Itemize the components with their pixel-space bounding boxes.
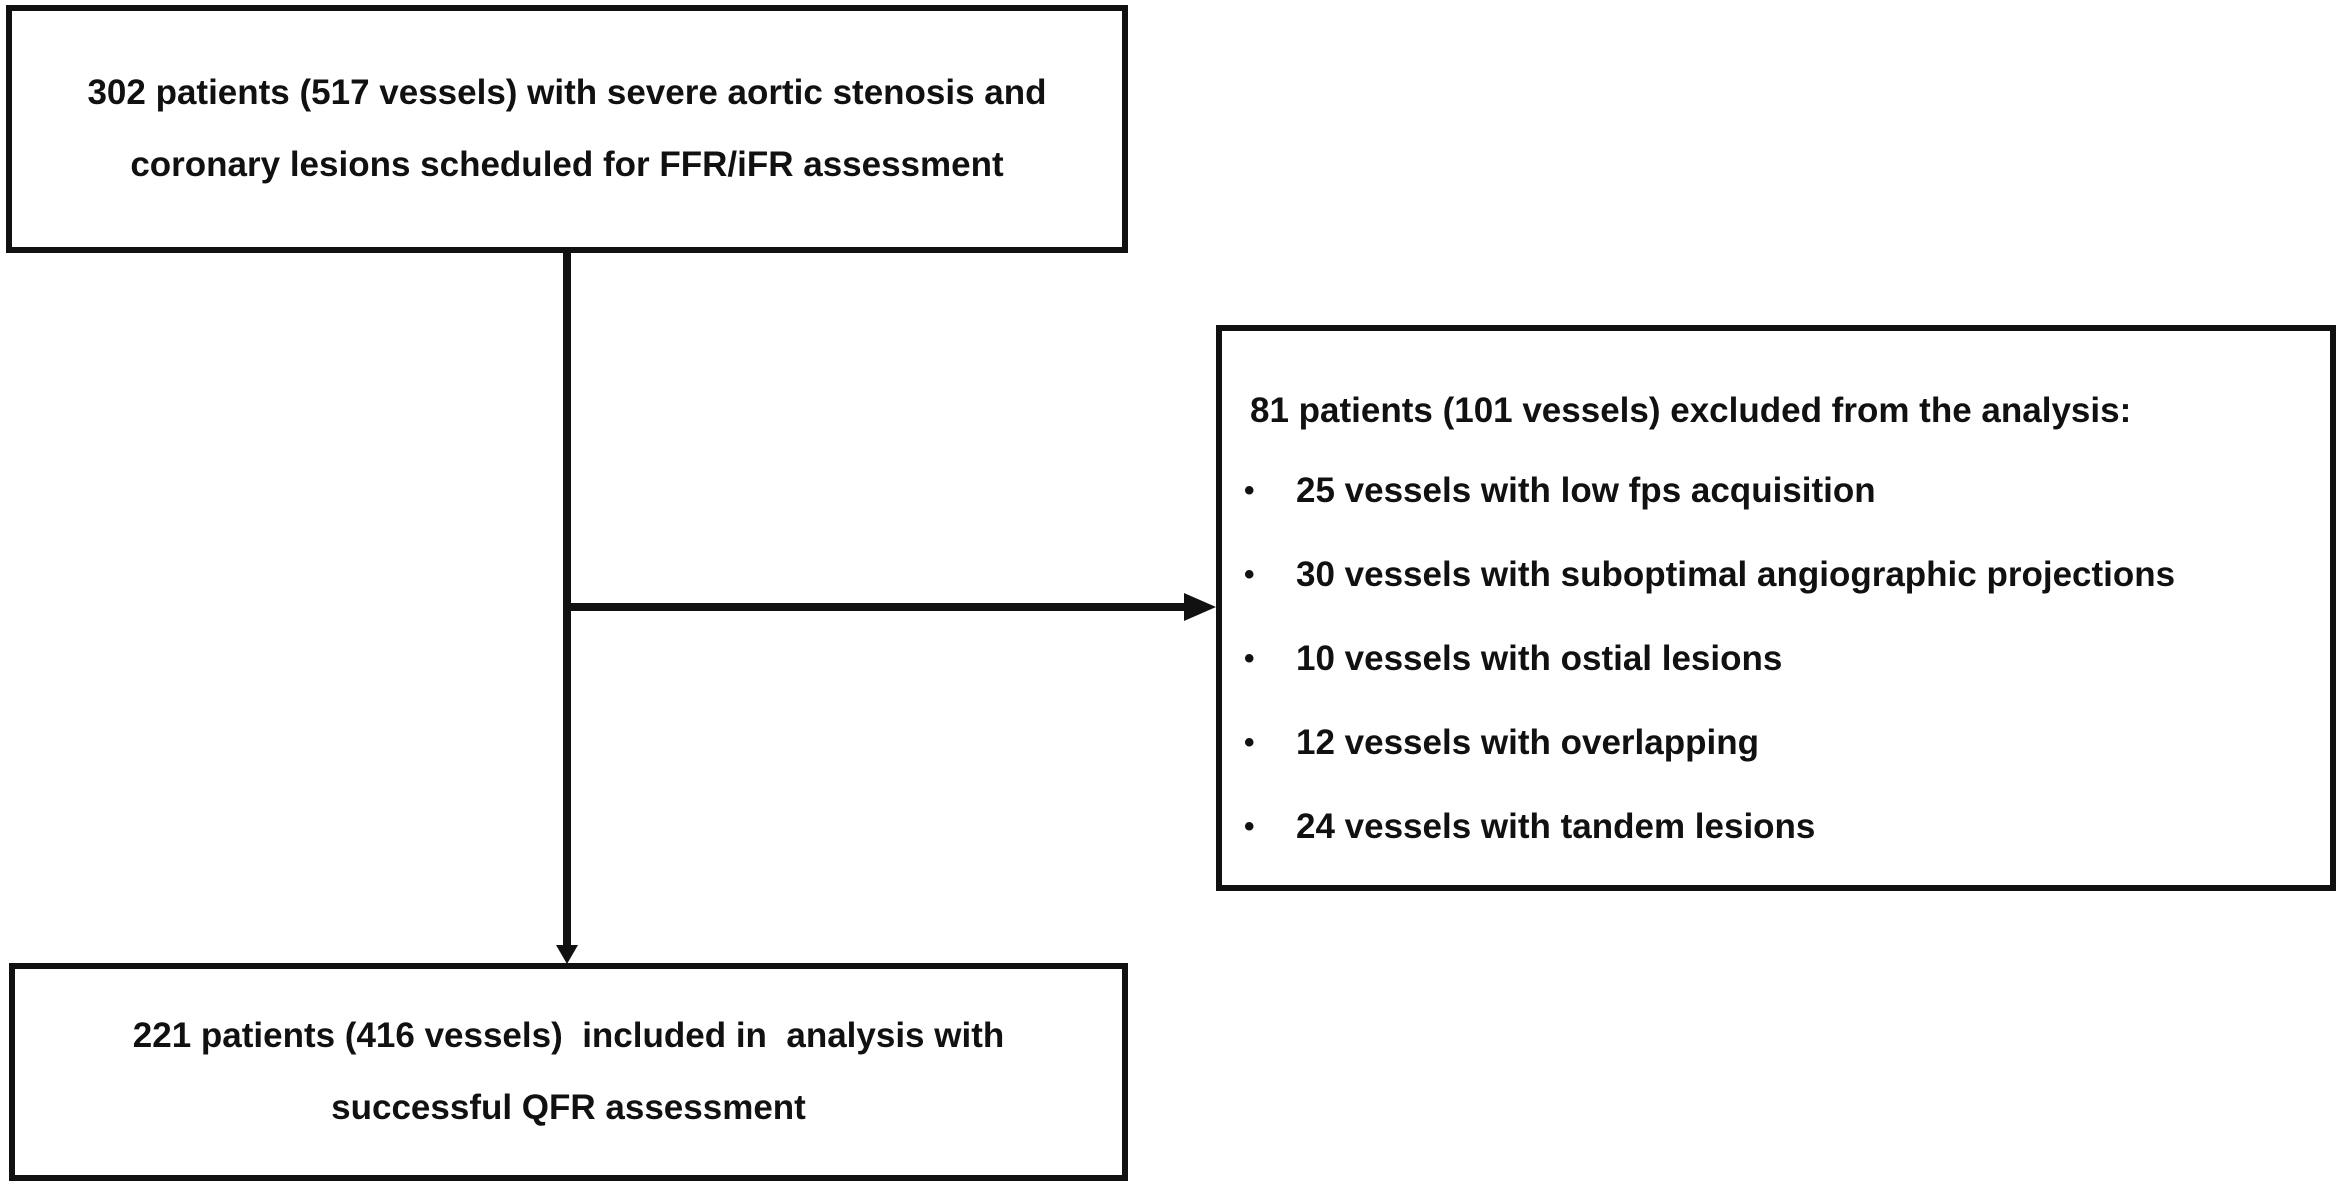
inclusion-box: 221 patients (416 vessels) included in a… <box>9 963 1128 1181</box>
enrollment-line-2: coronary lesions scheduled for FFR/iFR a… <box>130 145 1004 184</box>
exclusion-list: • 25 vessels with low fps acquisition • … <box>1244 471 2175 891</box>
inclusion-line-2: successful QFR assessment <box>331 1088 806 1127</box>
exclusion-item-label: 12 vessels with overlapping <box>1296 723 1759 762</box>
exclusion-item-label: 10 vessels with ostial lesions <box>1296 639 1783 678</box>
bullet-icon: • <box>1244 642 1255 675</box>
inclusion-text: 221 patients (416 vessels) included in a… <box>133 1000 1004 1144</box>
enrollment-box: 302 patients (517 vessels) with severe a… <box>6 5 1128 253</box>
bullet-icon: • <box>1244 810 1255 843</box>
exclusion-item: • 10 vessels with ostial lesions <box>1244 639 2175 723</box>
exclusion-heading: 81 patients (101 vessels) excluded from … <box>1250 391 2132 430</box>
exclusion-item: • 12 vessels with overlapping <box>1244 723 2175 807</box>
down-arrowhead <box>556 945 578 964</box>
exclusion-item-label: 25 vessels with low fps acquisition <box>1296 471 1876 510</box>
bullet-icon: • <box>1244 726 1255 759</box>
right-arrowhead <box>1184 593 1216 621</box>
enrollment-text: 302 patients (517 vessels) with severe a… <box>87 57 1046 201</box>
exclusion-item-label: 30 vessels with suboptimal angiographic … <box>1296 555 2176 594</box>
inclusion-line-1: 221 patients (416 vessels) included in a… <box>132 1016 1005 1055</box>
exclusion-item: • 24 vessels with tandem lesions <box>1244 807 2175 891</box>
exclusion-item: • 30 vessels with suboptimal angiographi… <box>1244 555 2175 639</box>
bullet-icon: • <box>1244 474 1255 507</box>
bullet-icon: • <box>1244 558 1255 591</box>
exclusion-item: • 25 vessels with low fps acquisition <box>1244 471 2175 555</box>
exclusion-box: 81 patients (101 vessels) excluded from … <box>1216 325 2336 891</box>
exclusion-item-label: 24 vessels with tandem lesions <box>1296 807 1816 846</box>
enrollment-line-1: 302 patients (517 vessels) with severe a… <box>87 73 1047 112</box>
